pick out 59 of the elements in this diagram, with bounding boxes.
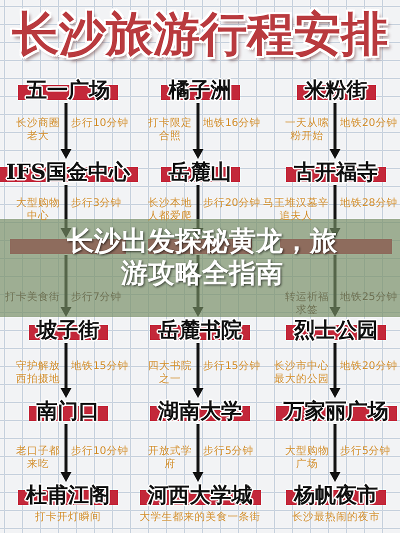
description-text: 打卡限定合照 (148, 117, 192, 143)
arrow (60, 103, 72, 159)
arrow (60, 185, 72, 238)
arrow (192, 424, 204, 482)
place-name-bar: 岳麓山 (160, 160, 240, 184)
place-name-bar: 岳麓书院 (150, 318, 250, 342)
description-text: 守护解放西拍摄地 (16, 360, 60, 386)
description-text: 转运祈福求签 (285, 291, 329, 317)
travel-time-label: 地铁15分钟 (71, 360, 128, 373)
place-name-bar: 南门口 (28, 399, 108, 423)
travel-time-label: 地铁20分钟 (340, 360, 398, 373)
place-name-bar: 万家丽广场 (276, 399, 396, 423)
place-name-bar: 烈士公园 (286, 318, 386, 342)
travel-time-label: 地铁16分钟 (203, 117, 260, 130)
description-text: 马王堆汉墓辛追夫人 (263, 197, 329, 223)
place-name-bar: 古开福寺 (286, 160, 386, 184)
travel-time-label: 地铁20分钟 (340, 117, 398, 130)
place-name-bar: 橘子洲 (160, 78, 240, 102)
arrow (330, 255, 340, 317)
description-text: 一天从嗦粉开始 (285, 117, 329, 143)
arrow (330, 103, 340, 159)
travel-time-label: 地铁25分钟 (340, 291, 398, 304)
description-text: 大型购物广场 (285, 445, 329, 471)
arrow (60, 424, 72, 482)
place-name-bar: 米粉街 (296, 78, 376, 102)
place-name-bar: 河西大学城 (140, 483, 260, 507)
place-name-bar: 五一广场 (18, 78, 118, 102)
description-text: 大型购物中心 (16, 197, 60, 223)
arrow (330, 424, 340, 482)
description-text: 长沙本地人都爱爬 (148, 197, 192, 223)
description-text: 长沙最热闹的夜市 (292, 511, 380, 524)
travel-time-label: 步行15分钟 (203, 360, 260, 373)
place-name-bar: IFS国金中心 (0, 160, 138, 184)
description-text: 长沙商圈老大 (16, 117, 60, 143)
travel-time-label: 地铁28分钟 (340, 197, 398, 210)
arrow (60, 343, 72, 398)
description-text: 长沙市中心最大的公园 (274, 360, 329, 386)
travel-time-label: 步行10分钟 (71, 117, 128, 130)
description-text: 老口子都来吃 (16, 445, 60, 471)
travel-time-label: 步行7分钟 (71, 291, 122, 304)
arrow (192, 103, 204, 159)
place-name-bar: 杨帆夜市 (286, 483, 386, 507)
place-name-bar: 坡子街 (28, 318, 108, 342)
description-text: 打卡美食街 (5, 291, 60, 304)
travel-time-label: 步行5分钟 (340, 445, 391, 458)
title-text: 长沙旅游行程安排 (11, 8, 389, 62)
arrow (330, 343, 340, 398)
description-text: 四大书院之一 (148, 360, 192, 386)
arrow (192, 343, 204, 398)
travel-time-label: 步行20分钟 (203, 197, 260, 210)
place-name-bar: 湖南大学 (150, 399, 250, 423)
description-text: 打卡开灯瞬间 (35, 511, 101, 524)
description-text: 大学生都来的美食一条街 (140, 511, 260, 524)
travel-time-label: 步行10分钟 (71, 445, 128, 458)
travel-time-label: 步行5分钟 (203, 445, 254, 458)
travel-time-label: 步行3分钟 (71, 197, 122, 210)
description-text: 开放式学府 (148, 445, 192, 471)
arrow (60, 255, 72, 317)
place-name-bar: 杜甫江阁 (18, 483, 118, 507)
